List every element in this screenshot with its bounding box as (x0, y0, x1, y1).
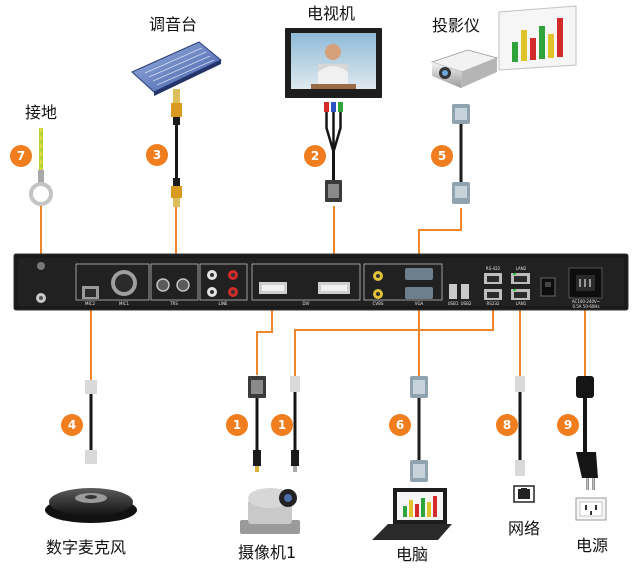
svg-text:4: 4 (68, 418, 76, 432)
badge-tv: 2 (304, 145, 326, 167)
line-port-label: LINE (219, 301, 228, 306)
svg-text:7: 7 (17, 149, 25, 163)
label-projector: 投影仪 (432, 16, 481, 35)
power-outlet-icon (575, 497, 607, 521)
camera-icon (240, 488, 300, 534)
label-network: 网络 (508, 519, 541, 538)
cvbs-port-label: CVBS (373, 301, 384, 306)
projector-icon (430, 49, 499, 88)
svg-text:6: 6 (396, 418, 404, 432)
trs-port-left (156, 278, 170, 292)
usb1-port-label: USB1 (448, 301, 459, 306)
label-power: 电源 (576, 536, 609, 555)
network-socket-icon (513, 485, 535, 503)
svg-text:1: 1 (233, 418, 241, 432)
badge-mic: 4 (61, 414, 83, 436)
wire-projector (418, 208, 462, 272)
lan1-port-label: LAN1 (516, 301, 527, 306)
label-tv: 电视机 (307, 4, 356, 23)
device-back-panel: MIC2 MIC1 TRS LINE DVI CVBS VGA USB1 USB… (13, 253, 629, 311)
svg-text:9: 9 (564, 418, 572, 432)
svg-text:3: 3 (153, 148, 161, 162)
vga-cable-pc-icon (410, 376, 428, 482)
svg-text:2: 2 (311, 149, 319, 163)
control-cable-camera-icon (290, 376, 300, 472)
usb2-port (461, 284, 469, 299)
digital-microphone-icon (45, 488, 137, 523)
mic2-port-label: MIC2 (85, 301, 95, 306)
badge-mixer: 3 (146, 144, 168, 166)
label-pc: 电脑 (396, 545, 429, 564)
badge-ground: 7 (10, 145, 32, 167)
trs-port-right (176, 278, 190, 292)
label-mic: 数字麦克风 (46, 538, 127, 557)
projection-chart-icon (498, 5, 577, 71)
label-mixer: 调音台 (149, 15, 198, 34)
badge-network: 8 (496, 414, 518, 436)
svg-text:5: 5 (438, 149, 446, 163)
label-camera: 摄像机1 (238, 543, 297, 562)
ac-rating-label: 0.5A 50-60Hz (572, 304, 599, 309)
trs-port-label: TRS (169, 301, 178, 306)
ac-label: AC100-240V~ (572, 299, 600, 304)
dvi-port-label: DVI (303, 301, 310, 306)
label-ground: 接地 (25, 103, 58, 122)
laptop-icon (372, 488, 452, 540)
component-cable-icon (324, 102, 343, 202)
tv-icon (285, 28, 382, 98)
badge-projector: 5 (431, 145, 453, 167)
rca-cable-icon (171, 89, 182, 207)
power-cable-icon (576, 376, 598, 490)
rs422-port-label: RS-422 (486, 266, 501, 271)
wire-camera-video (256, 308, 273, 375)
dvi-cable-camera-icon (248, 376, 266, 472)
svg-text:1: 1 (278, 418, 286, 432)
rs232-port-label: RS232 (487, 301, 500, 306)
vga-out-port (405, 268, 433, 280)
mic1-port-label: MIC1 (119, 301, 129, 306)
badge-camera-control: 1 (271, 414, 293, 436)
usb2-port-label: USB2 (461, 301, 472, 306)
usb1-port (449, 284, 457, 299)
mixer-icon (131, 41, 222, 96)
wire-camera-control (294, 310, 494, 376)
ground-cable-icon (29, 128, 53, 206)
mic-cable-icon (85, 380, 97, 464)
vga-cable-projector-icon (452, 104, 470, 204)
badge-power: 9 (557, 414, 579, 436)
network-cable-icon (515, 376, 525, 476)
vga-in-port (405, 287, 433, 299)
vga-port-label: VGA (415, 301, 424, 306)
svg-text:8: 8 (503, 418, 511, 432)
lan2-port-label: LAN2 (516, 266, 527, 271)
connection-wires (40, 204, 586, 380)
badge-pc: 6 (389, 414, 411, 436)
badge-camera-video: 1 (226, 414, 248, 436)
